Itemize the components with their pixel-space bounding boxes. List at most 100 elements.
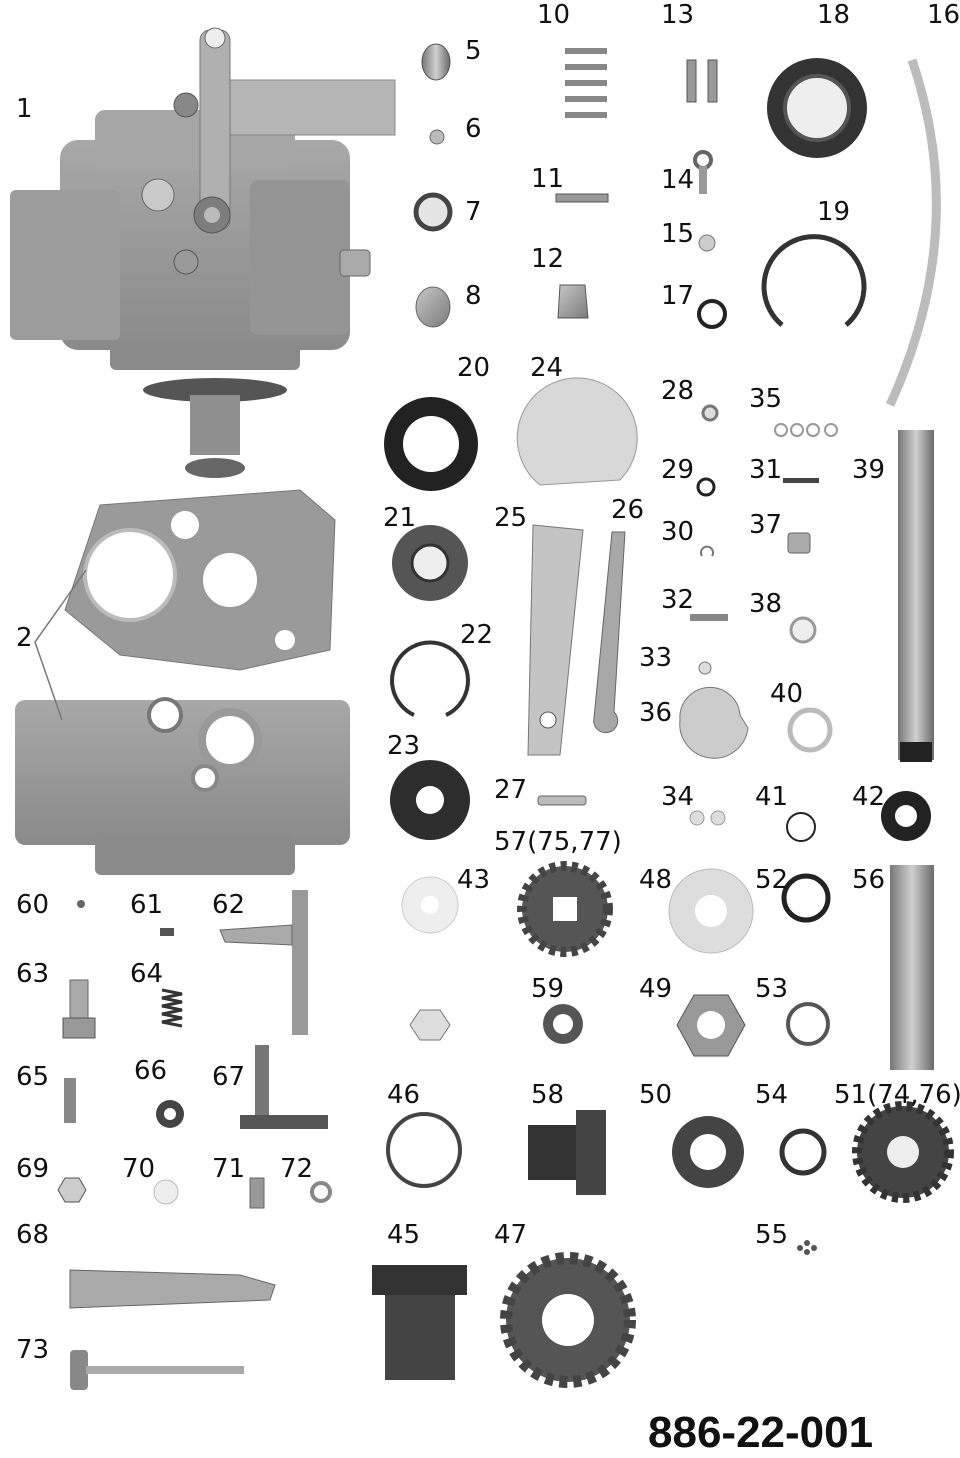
part-12-plug <box>557 284 589 319</box>
callout-50: 50 <box>639 1080 673 1110</box>
callout-35: 35 <box>749 384 783 414</box>
part-67-lever <box>240 1045 328 1129</box>
callout-61: 61 <box>130 890 164 920</box>
callout-40: 40 <box>770 679 804 709</box>
part-62-selector-shaft <box>219 890 308 1035</box>
part-17-o-ring <box>697 299 727 329</box>
callout-1: 1 <box>16 94 33 124</box>
callout-68: 68 <box>16 1220 50 1250</box>
callout-25: 25 <box>494 503 528 533</box>
part-25-lever <box>527 524 584 756</box>
part-47-sprocket <box>500 1252 636 1388</box>
part-6-ball <box>429 129 445 145</box>
callout-18: 18 <box>817 0 851 30</box>
callout-32: 32 <box>661 585 695 615</box>
callout-72: 72 <box>280 1154 314 1184</box>
callout-62: 62 <box>212 890 246 920</box>
callout-7: 7 <box>465 197 482 227</box>
part-20-seal <box>384 397 478 491</box>
callout-34: 34 <box>661 782 695 812</box>
part-41-ring <box>786 812 816 842</box>
part-18-bearing <box>767 58 867 158</box>
part-30-clip <box>700 545 714 557</box>
callout-42: 42 <box>852 782 886 812</box>
callout-54: 54 <box>755 1080 789 1110</box>
callout-24: 24 <box>530 353 564 383</box>
part-27-pin <box>537 795 587 806</box>
callout-52: 52 <box>755 865 789 895</box>
part-28-washer <box>701 404 719 422</box>
callout-57: 57(75,77) <box>494 827 622 857</box>
callout-15: 15 <box>661 219 695 249</box>
callout-27: 27 <box>494 775 528 805</box>
part-59-ring <box>543 1004 583 1044</box>
part-23-seal <box>390 760 470 840</box>
callout-56: 56 <box>852 865 886 895</box>
callout-33: 33 <box>639 643 673 673</box>
part-nut <box>409 1009 451 1041</box>
callout-5: 5 <box>465 36 482 66</box>
part-63-fitting <box>62 979 96 1039</box>
callout-28: 28 <box>661 376 695 406</box>
callout-58: 58 <box>531 1080 565 1110</box>
part-34-washers <box>689 810 726 826</box>
callout-53: 53 <box>755 974 789 1004</box>
part-7-ring <box>413 192 453 232</box>
part-5-bushing <box>421 43 451 81</box>
part-37-plug <box>787 532 811 554</box>
callout-55: 55 <box>755 1220 789 1250</box>
part-1-gearbox-assembly <box>10 27 396 478</box>
part-64-spring <box>161 988 183 1028</box>
callout-37: 37 <box>749 510 783 540</box>
part-32-screw <box>690 614 728 621</box>
callout-48: 48 <box>639 865 673 895</box>
part-71-screw <box>249 1177 265 1209</box>
callout-38: 38 <box>749 589 783 619</box>
part-58-gear <box>528 1110 606 1195</box>
part-53-ring <box>786 1002 830 1046</box>
part-50-clutch-hub <box>672 1116 744 1188</box>
part-22-circlip <box>390 640 470 717</box>
callout-39: 39 <box>852 455 886 485</box>
part-73-rod <box>70 1350 244 1390</box>
part-65-pin <box>64 1078 76 1123</box>
part-49-hex-nut <box>676 994 746 1057</box>
callout-71: 71 <box>212 1154 246 1184</box>
callout-64: 64 <box>130 959 164 989</box>
callout-41: 41 <box>755 782 789 812</box>
callout-46: 46 <box>387 1080 421 1110</box>
callout-45: 45 <box>387 1220 421 1250</box>
callout-10: 10 <box>537 0 571 30</box>
part-56-shaft <box>890 865 934 1070</box>
callout-14: 14 <box>661 165 695 195</box>
part-60-ball <box>77 900 85 908</box>
part-29-o-ring <box>696 477 716 497</box>
part-69-nut <box>57 1177 87 1203</box>
callout-11: 11 <box>531 164 565 194</box>
part-33-nut <box>698 661 712 675</box>
part-15-nut <box>698 234 716 252</box>
part-36-cam-plate <box>679 686 749 759</box>
callout-65: 65 <box>16 1062 50 1092</box>
part-21-bearing <box>392 525 468 601</box>
part-52-ring <box>781 873 831 923</box>
callout-69: 69 <box>16 1154 50 1184</box>
part-13-bolts <box>686 59 718 103</box>
callout-17: 17 <box>661 281 695 311</box>
callout-49: 49 <box>639 974 673 1004</box>
callout-16: 16 <box>927 0 960 30</box>
part-61-spring <box>160 928 174 936</box>
callout-29: 29 <box>661 455 695 485</box>
callout-26: 26 <box>611 495 645 525</box>
callout-67: 67 <box>212 1062 246 1092</box>
callout-22: 22 <box>460 620 494 650</box>
part-19-circlip <box>761 234 867 327</box>
callout-59: 59 <box>531 974 565 1004</box>
part-number-label: 886-22-001 <box>648 1408 874 1457</box>
callout-36: 36 <box>639 698 673 728</box>
callout-21: 21 <box>383 503 417 533</box>
part-46-ring <box>386 1112 462 1188</box>
part-54-ring <box>779 1128 827 1176</box>
